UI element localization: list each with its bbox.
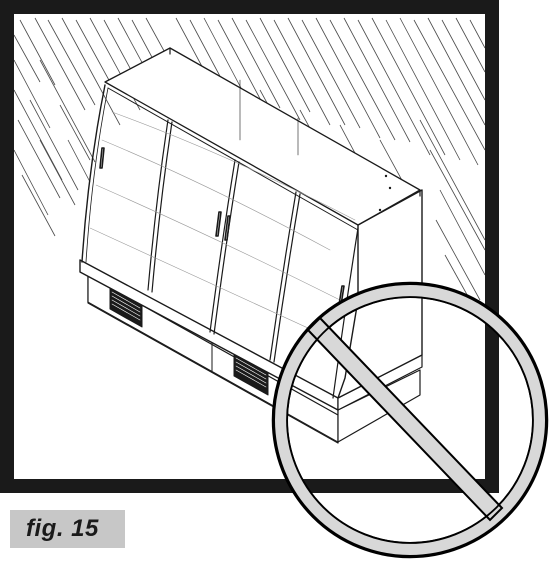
figure-label: fig. 15	[10, 510, 125, 548]
prohibition-icon	[271, 281, 549, 559]
